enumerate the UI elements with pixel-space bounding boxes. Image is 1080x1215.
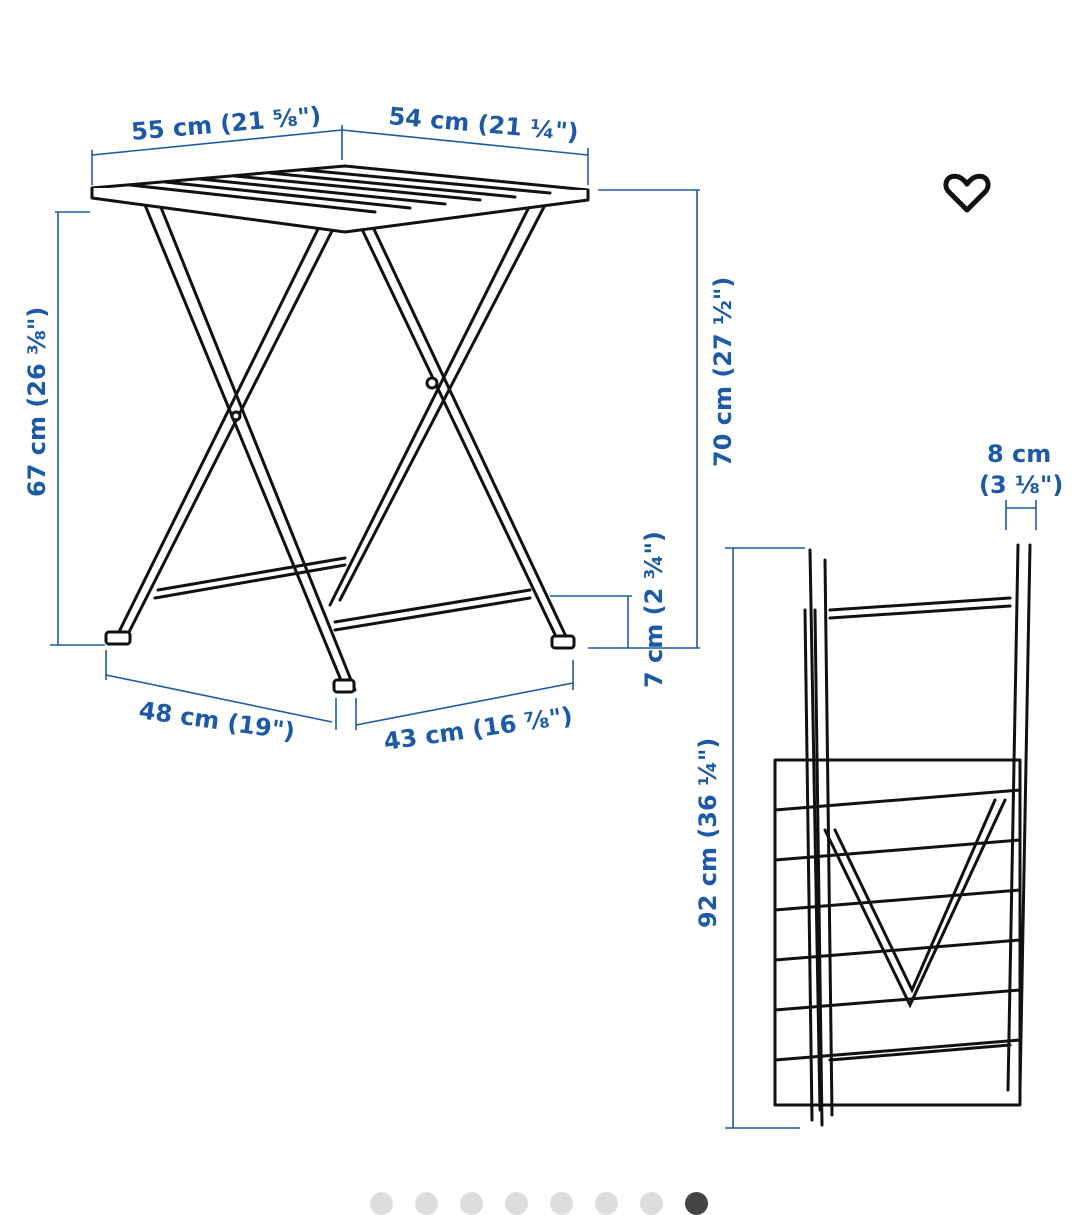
dimension-top-depth: 54 cm (21 ¼") — [387, 102, 579, 146]
carousel-dot[interactable] — [640, 1192, 663, 1215]
dimension-folded-height: 92 cm (36 ¼") — [694, 738, 722, 928]
folded-table-illustration — [773, 543, 1032, 1127]
dimension-top-width: 55 cm (21 ⅝") — [130, 101, 322, 145]
dimension-lines — [50, 125, 1037, 1129]
carousel-dot[interactable] — [550, 1192, 573, 1215]
dimension-base-depth: 43 cm (16 ⅞") — [382, 702, 574, 756]
table-illustration — [90, 164, 590, 694]
dimension-frame-height: 67 cm (26 ⅜") — [23, 307, 51, 497]
dimension-folded-thickness-in: (3 ⅛") — [979, 471, 1063, 499]
dimension-foot-height: 7 cm (2 ¾") — [640, 531, 668, 688]
heart-outline-icon — [943, 173, 991, 213]
carousel-dot[interactable] — [415, 1192, 438, 1215]
dimension-base-width: 48 cm (19") — [137, 696, 297, 746]
carousel-dot[interactable] — [595, 1192, 618, 1215]
carousel-dot-active[interactable] — [685, 1192, 708, 1215]
dimension-folded-thickness-cm: 8 cm — [987, 440, 1051, 468]
dimension-total-height: 70 cm (27 ½") — [709, 277, 737, 467]
favorite-button[interactable] — [940, 165, 994, 219]
carousel-dot[interactable] — [505, 1192, 528, 1215]
carousel-dot[interactable] — [370, 1192, 393, 1215]
carousel-pagination — [370, 1192, 708, 1215]
carousel-dot[interactable] — [460, 1192, 483, 1215]
